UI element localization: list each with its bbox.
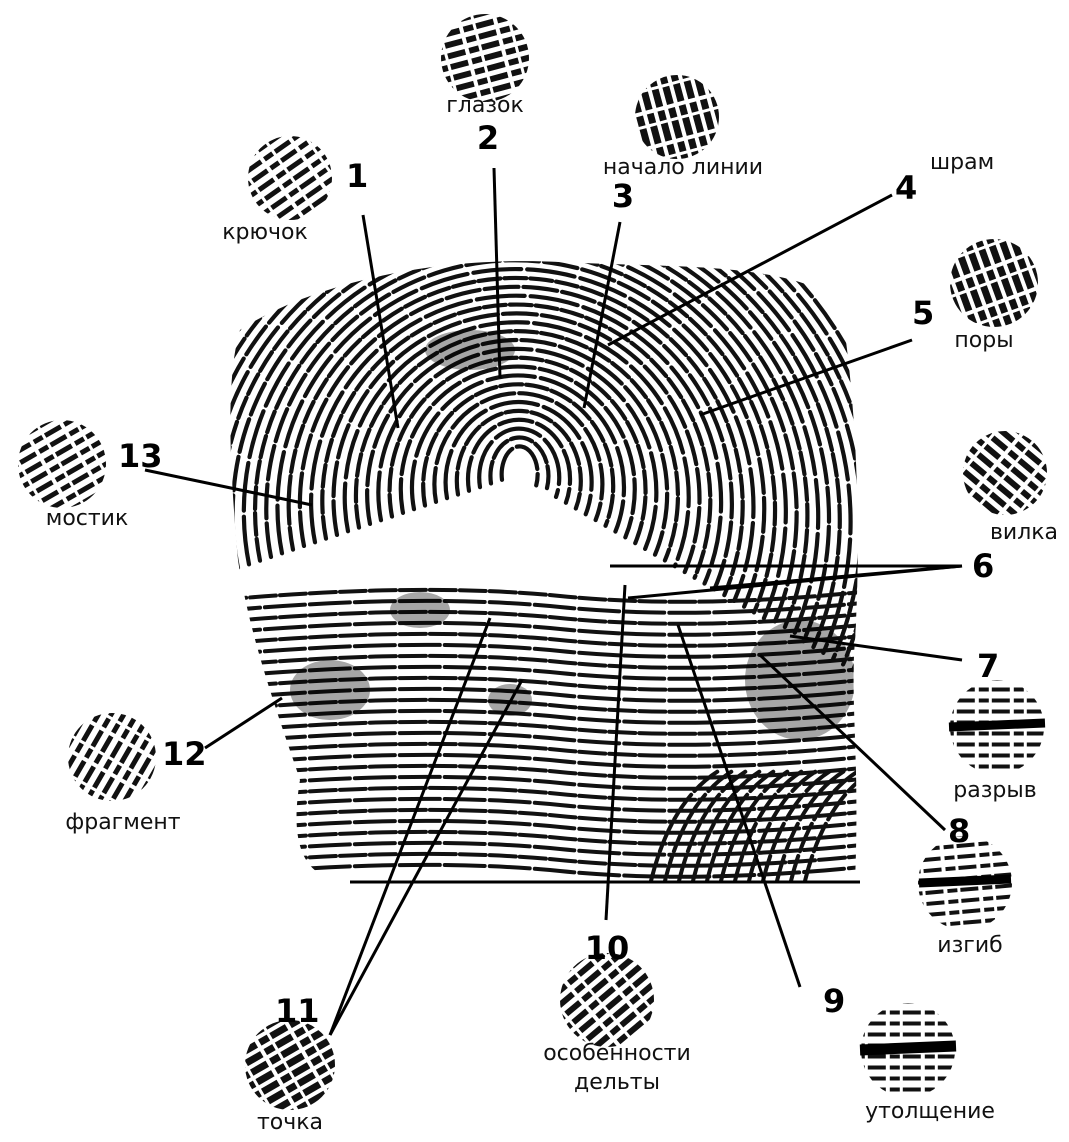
number-2: 2 bbox=[477, 122, 499, 154]
pointer-13 bbox=[145, 470, 312, 505]
label-dot: точка bbox=[257, 1112, 323, 1134]
number-13: 13 bbox=[118, 440, 163, 472]
number-3: 3 bbox=[612, 180, 634, 212]
label-pores: поры bbox=[954, 330, 1013, 352]
label-line-start: начало линии bbox=[603, 157, 763, 179]
number-4: 4 bbox=[895, 172, 917, 204]
label-delta-features: особенности дельты bbox=[543, 1040, 691, 1097]
label-fork: вилка bbox=[990, 522, 1058, 544]
fingerprint-image bbox=[132, 154, 894, 885]
number-10: 10 bbox=[585, 932, 630, 964]
label-break: разрыв bbox=[953, 780, 1036, 802]
label-scar: шрам bbox=[930, 152, 994, 174]
label-hook: крючок bbox=[222, 222, 308, 244]
number-1: 1 bbox=[346, 160, 368, 192]
label-thickening: утолщение bbox=[865, 1101, 995, 1123]
label-bridge: мостик bbox=[46, 508, 129, 530]
number-9: 9 bbox=[823, 985, 845, 1017]
number-12: 12 bbox=[162, 738, 207, 770]
pointer-12 bbox=[205, 698, 282, 748]
label-eye: глазок bbox=[446, 95, 524, 117]
label-bend: изгиб bbox=[937, 935, 1002, 957]
number-6: 6 bbox=[972, 550, 994, 582]
number-8: 8 bbox=[948, 815, 970, 847]
number-7: 7 bbox=[977, 650, 999, 682]
number-5: 5 bbox=[912, 297, 934, 329]
number-11: 11 bbox=[275, 995, 320, 1027]
label-fragment: фрагмент bbox=[65, 812, 180, 834]
